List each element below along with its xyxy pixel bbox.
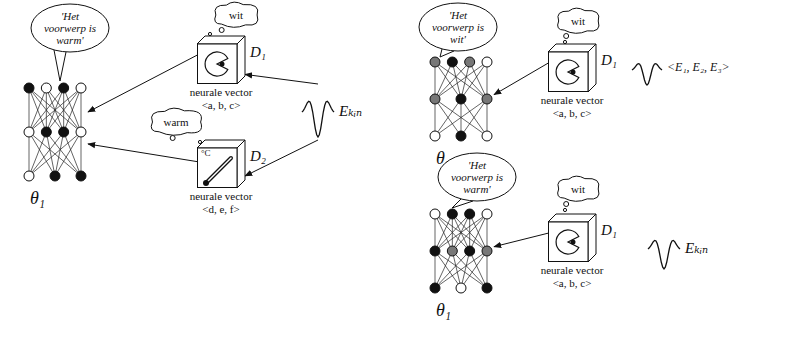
arrow-connector bbox=[494, 233, 548, 247]
wave-node: Eₖᵢₙ bbox=[648, 226, 680, 272]
energy-label: Eₖᵢₙ bbox=[685, 239, 708, 257]
unit-label: °C bbox=[201, 148, 211, 158]
net-shape bbox=[22, 82, 88, 182]
text-holder: 'Het voorwerp is wit' bbox=[418, 2, 498, 52]
cloud-node: wit bbox=[555, 8, 601, 34]
detector-name: D₁ bbox=[601, 52, 617, 69]
text-holder: warm bbox=[148, 108, 204, 136]
text-holder: wit bbox=[212, 2, 260, 28]
arrow-connector bbox=[494, 63, 548, 94]
box-shape bbox=[197, 140, 245, 188]
box-node: D₁neurale vector<a, b, c> bbox=[197, 36, 245, 84]
net-shape bbox=[428, 56, 494, 142]
thought-text: wit bbox=[229, 9, 243, 21]
text-holder: 'Het voorwerp is warm' bbox=[437, 152, 517, 202]
box-shape bbox=[197, 36, 245, 84]
speech-text: 'Het voorwerp is warm' bbox=[446, 159, 508, 195]
speech-text: 'Het voorwerp is warm' bbox=[39, 10, 101, 46]
vector-caption: neurale vector<d, e, f> bbox=[190, 188, 253, 216]
vector-label: neurale vector bbox=[541, 264, 604, 277]
box-node: D₁neurale vector<a, b, c> bbox=[548, 214, 596, 262]
energy-label: Eₖᵢₙ bbox=[339, 102, 362, 120]
vector-caption: neurale vector<a, b, c> bbox=[541, 92, 604, 120]
vector-value: <d, e, f> bbox=[190, 203, 253, 216]
text-holder: wit bbox=[555, 8, 601, 34]
vector-value: <a, b, c> bbox=[190, 99, 253, 112]
bubble-node: 'Het voorwerp is wit' bbox=[418, 2, 498, 52]
wave-node: <E₁, E₂, E₃> bbox=[632, 52, 662, 88]
wave-shape bbox=[648, 226, 680, 272]
vector-label: neurale vector bbox=[190, 190, 253, 203]
net-node: θ₁ bbox=[428, 208, 494, 294]
wave-shape bbox=[302, 84, 334, 140]
bubble-node: 'Het voorwerp is warm' bbox=[437, 152, 517, 202]
vector-label: neurale vector bbox=[541, 94, 604, 107]
box-shape bbox=[548, 214, 596, 262]
arrow-connector bbox=[88, 55, 197, 112]
arrow-connector bbox=[245, 74, 318, 84]
arrow-connector bbox=[88, 144, 197, 162]
wave-node: Eₖᵢₙ bbox=[302, 84, 334, 140]
vector-label: neurale vector bbox=[190, 86, 253, 99]
net-shape bbox=[428, 208, 494, 294]
net-node: θ₁ bbox=[22, 82, 88, 182]
vector-value: <a, b, c> bbox=[541, 107, 604, 120]
detector-name: D₂ bbox=[250, 148, 266, 165]
detector-name: D₁ bbox=[250, 44, 266, 61]
box-node: D₂neurale vector<d, e, f> bbox=[197, 140, 245, 188]
net-node: θ₂ bbox=[428, 56, 494, 142]
thought-text: warm bbox=[163, 116, 188, 128]
box-shape bbox=[548, 44, 596, 92]
energy-label: <E₁, E₂, E₃> bbox=[667, 60, 730, 75]
cloud-node: wit bbox=[555, 176, 601, 202]
network-name: θ₁ bbox=[30, 188, 45, 209]
box-node: D₁neurale vector<a, b, c> bbox=[548, 44, 596, 92]
arrow-connector bbox=[245, 140, 318, 176]
vector-caption: neurale vector<a, b, c> bbox=[190, 84, 253, 112]
text-holder: wit bbox=[555, 176, 601, 202]
cloud-node: warm bbox=[148, 108, 204, 136]
vector-caption: neurale vector<a, b, c> bbox=[541, 262, 604, 290]
detector-name: D₁ bbox=[601, 222, 617, 239]
wave-shape bbox=[632, 52, 662, 88]
thought-text: wit bbox=[571, 15, 585, 27]
bubble-node: 'Het voorwerp is warm' bbox=[30, 3, 110, 53]
thought-text: wit bbox=[571, 183, 585, 195]
cloud-node: wit bbox=[212, 2, 260, 28]
text-holder: 'Het voorwerp is warm' bbox=[30, 3, 110, 53]
network-name: θ₁ bbox=[436, 300, 451, 321]
vector-value: <a, b, c> bbox=[541, 277, 604, 290]
speech-text: 'Het voorwerp is wit' bbox=[427, 9, 489, 45]
